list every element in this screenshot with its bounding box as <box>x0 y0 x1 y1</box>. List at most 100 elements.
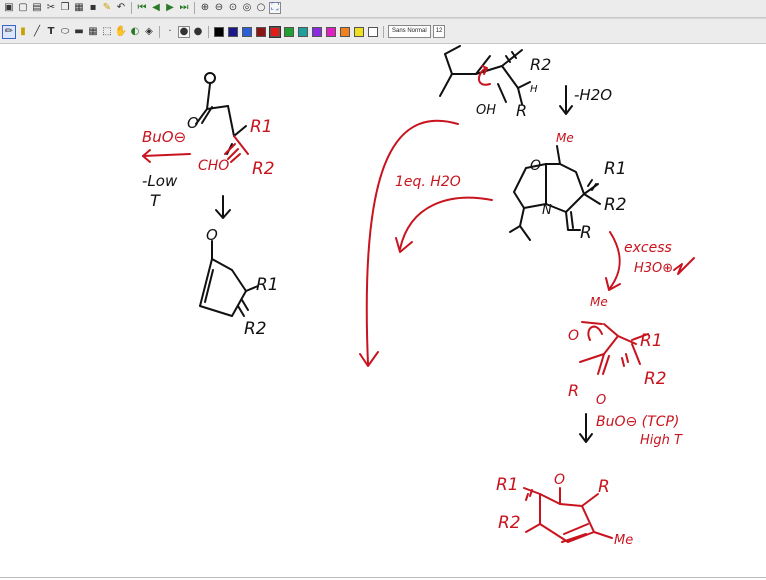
dot-xlarge-icon[interactable]: ● <box>193 25 203 37</box>
left-cho: CHO <box>198 158 229 174</box>
color-swatch-white[interactable] <box>368 26 378 37</box>
line-icon[interactable]: ╱ <box>33 25 41 37</box>
color-swatch-red[interactable] <box>269 25 281 38</box>
hand-icon[interactable]: ✋ <box>114 25 128 37</box>
canvas-bottom-border <box>0 577 766 578</box>
right-top-down-arrow <box>559 85 573 115</box>
color-swatch-navy[interactable] <box>228 26 238 37</box>
main-toolbar: ▣ ▢ ▤ ✂ ❐ ▦ ▪ ✎ ↶ ⏮ ◀ ▶ ⏭ ⊕ ⊖ ⊙ ◎ ○ ⛶ <box>0 0 766 18</box>
whiteboard-canvas[interactable]: O R1 R2 CHO BuO⊖ -Low T O R1 R2 1eq. H2O <box>0 44 766 580</box>
save-icon[interactable]: ▣ <box>4 2 14 13</box>
color-swatch-orange[interactable] <box>340 26 350 37</box>
lasso-icon[interactable]: ◐ <box>130 25 140 37</box>
eraser-tool-icon[interactable]: ◈ <box>145 25 153 37</box>
right-top-oh: OH <box>476 103 496 118</box>
right-h3o-label: H3O⊕ <box>634 261 673 276</box>
right-final-r: R <box>598 477 610 497</box>
right-final-o: O <box>554 472 565 488</box>
grid-icon[interactable]: ▦ <box>88 25 98 37</box>
right-base-down-arrow <box>579 413 593 443</box>
left-base-arrow <box>142 149 191 163</box>
left-r1: R1 <box>250 117 273 137</box>
right-diketone-r2: R2 <box>644 369 667 389</box>
copy-icon[interactable]: ❐ <box>60 2 70 13</box>
text-icon[interactable]: T <box>47 25 55 37</box>
dot-small-icon[interactable]: · <box>168 25 172 37</box>
left-r2: R2 <box>252 159 275 179</box>
right-minus-h2o: -H2O <box>574 86 612 104</box>
color-swatch-blue[interactable] <box>242 26 252 37</box>
right-excess-arrow <box>605 231 621 291</box>
right-base2-label: BuO⊖ (TCP) <box>596 414 679 430</box>
color-swatch-yellow[interactable] <box>354 26 364 37</box>
left-down-arrow <box>215 195 231 219</box>
zoom-page-icon[interactable]: ○ <box>256 2 266 13</box>
left-ketone-o: O <box>187 114 199 132</box>
right-final-cyclopentenone <box>523 487 613 543</box>
right-diketone-structure <box>579 321 649 375</box>
zoom-fit-icon[interactable]: ⊙ <box>228 2 238 13</box>
color-swatch-teal[interactable] <box>298 26 308 37</box>
right-final-me: Me <box>614 533 633 548</box>
separator <box>131 2 132 14</box>
rect-icon[interactable]: ▬ <box>74 25 84 37</box>
right-diketone-o2: O <box>596 393 606 408</box>
color-swatch-green[interactable] <box>284 26 294 37</box>
dot-large-icon[interactable]: ● <box>178 25 190 38</box>
zoom-width-icon[interactable]: ◎ <box>242 2 252 13</box>
right-final-r2: R2 <box>498 513 521 533</box>
separator <box>383 25 384 38</box>
new-page-icon[interactable]: ▢ <box>18 2 28 13</box>
paste-icon[interactable]: ▦ <box>74 2 84 13</box>
pen-toolbar: ✏ ▮ ╱ T ⬭ ▬ ▦ ⬚ ✋ ◐ ◈ · ● ● Sans Normal … <box>0 18 766 44</box>
right-diketone-r1: R1 <box>640 331 663 351</box>
separator <box>159 25 160 38</box>
zoom-in-icon[interactable]: ⊕ <box>200 2 210 13</box>
cut-icon[interactable]: ✂ <box>46 2 56 13</box>
left-t-label: T <box>150 191 161 210</box>
last-page-icon[interactable]: ⏭ <box>179 2 189 13</box>
left-product-cyclopentenone <box>199 240 259 317</box>
right-excess-label: excess <box>624 240 672 256</box>
pencil-icon[interactable]: ✏ <box>2 24 16 39</box>
left-low-label: -Low <box>142 172 178 190</box>
open-icon[interactable]: ▤ <box>32 2 42 13</box>
pen-icon[interactable]: ✎ <box>102 2 112 13</box>
right-diketone-o1: O <box>568 328 579 344</box>
right-top-h: H <box>530 84 538 95</box>
right-top-r: R <box>516 101 527 120</box>
color-swatch-black[interactable] <box>214 26 224 37</box>
delete-icon[interactable]: ▪ <box>89 2 97 13</box>
separator <box>208 25 209 38</box>
select-icon[interactable]: ⬚ <box>102 25 112 37</box>
middle-short-curved-arrow <box>395 196 493 253</box>
left-reactant-structure <box>195 72 249 163</box>
eraser-icon[interactable]: ↶ <box>116 2 126 13</box>
highlighter-icon[interactable]: ▮ <box>20 25 26 37</box>
left-product-o: O <box>206 226 218 244</box>
left-product-r1: R1 <box>256 275 279 295</box>
color-swatch-magenta[interactable] <box>326 26 336 37</box>
zoom-out-icon[interactable]: ⊖ <box>214 2 224 13</box>
color-swatch-purple[interactable] <box>312 26 322 37</box>
next-page-icon[interactable]: ▶ <box>166 2 174 13</box>
prev-page-icon[interactable]: ◀ <box>152 2 160 13</box>
font-size-select[interactable]: 12 <box>432 25 446 38</box>
right-diketone-r: R <box>568 381 579 400</box>
right-check-mark <box>673 257 695 275</box>
right-me: Me <box>556 131 574 145</box>
separator <box>194 2 195 14</box>
right-bicyclic-r2: R2 <box>604 195 627 215</box>
first-page-icon[interactable]: ⏮ <box>137 2 147 13</box>
right-top-partial-structure <box>439 45 531 105</box>
left-base-label: BuO⊖ <box>142 128 186 146</box>
fullscreen-icon[interactable]: ⛶ <box>269 2 281 14</box>
font-name-select[interactable]: Sans Normal <box>388 25 431 38</box>
right-ring-o: O <box>530 158 541 174</box>
right-high-t-label: High T <box>640 433 683 448</box>
color-swatch-dark-red[interactable] <box>256 26 266 37</box>
right-bicyclic-structure <box>509 145 601 241</box>
right-final-r1: R1 <box>496 475 519 495</box>
middle-water-label: 1eq. H2O <box>395 174 461 190</box>
shape-icon[interactable]: ⬭ <box>60 25 70 37</box>
